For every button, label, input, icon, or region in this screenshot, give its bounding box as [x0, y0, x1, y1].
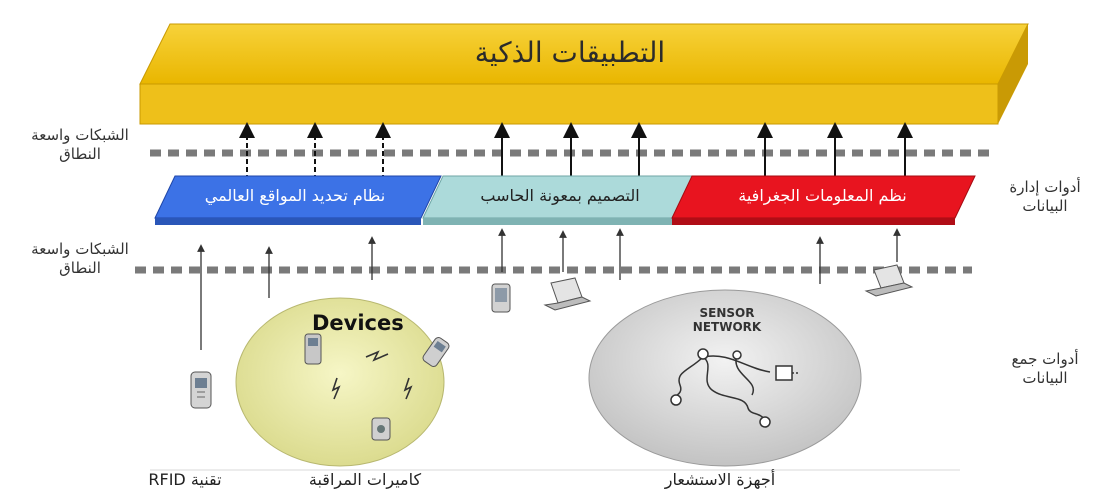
data-management-tools-line1: أدوات إدارة [1009, 178, 1081, 196]
surveillance-cameras-label: كاميرات المراقبة [308, 470, 422, 489]
smart-applications-bar [139, 23, 1029, 125]
lower-arrows [197, 228, 901, 350]
sensor-title-line2: NETWORK [692, 320, 762, 334]
sensor-network-graph [670, 348, 800, 428]
flip-phone-icon [422, 337, 450, 367]
devices-title: Devices [312, 311, 404, 335]
data-management-tools-line2: البيانات [1022, 197, 1068, 215]
upper-network-label: الشبكات واسعة النطاق [10, 126, 150, 164]
data-management-tools-label: أدوات إدارة البيانات [985, 178, 1105, 216]
laptop-icon-right [864, 264, 914, 297]
mobile-phone-icon [304, 333, 322, 365]
data-collection-tools-label: أدوات جمع البيانات [985, 350, 1105, 388]
layer-gps [154, 175, 442, 225]
lower-network-label: الشبكات واسعة النطاق [10, 240, 150, 278]
smart-applications-title: التطبيقات الذكية [474, 36, 666, 69]
sensor-network-cloud [588, 289, 862, 467]
lower-network-label-line1: الشبكات واسعة [31, 240, 129, 258]
sensing-devices-label: أجهزة الاستشعار [664, 470, 776, 489]
devices-cloud [235, 297, 445, 467]
camera-device-icon [371, 417, 391, 441]
wireless-signal-icons [331, 350, 413, 400]
rfid-handheld-icon [190, 371, 212, 409]
rfid-label: تقنية RFID [148, 470, 222, 489]
layer-cad-label: التصميم بمعونة الحاسب [480, 186, 640, 205]
laptop-icon-center [543, 277, 592, 311]
layer-gis-label: نظم المعلومات الجغرافية [738, 186, 907, 205]
layer-gis [671, 175, 976, 225]
lower-network-label-line2: النطاق [59, 259, 101, 277]
upper-network-label-line2: النطاق [59, 145, 101, 163]
sensor-network-title: SENSOR NETWORK [652, 306, 802, 334]
data-collection-tools-line1: أدوات جمع [1011, 350, 1079, 368]
pda-icon [491, 283, 511, 313]
layer-gps-label: نظام تحديد المواقع العالمي [204, 186, 386, 205]
upper-network-label-line1: الشبكات واسعة [31, 126, 129, 144]
data-collection-tools-line2: البيانات [1022, 369, 1068, 387]
sensor-title-line1: SENSOR [699, 306, 755, 320]
